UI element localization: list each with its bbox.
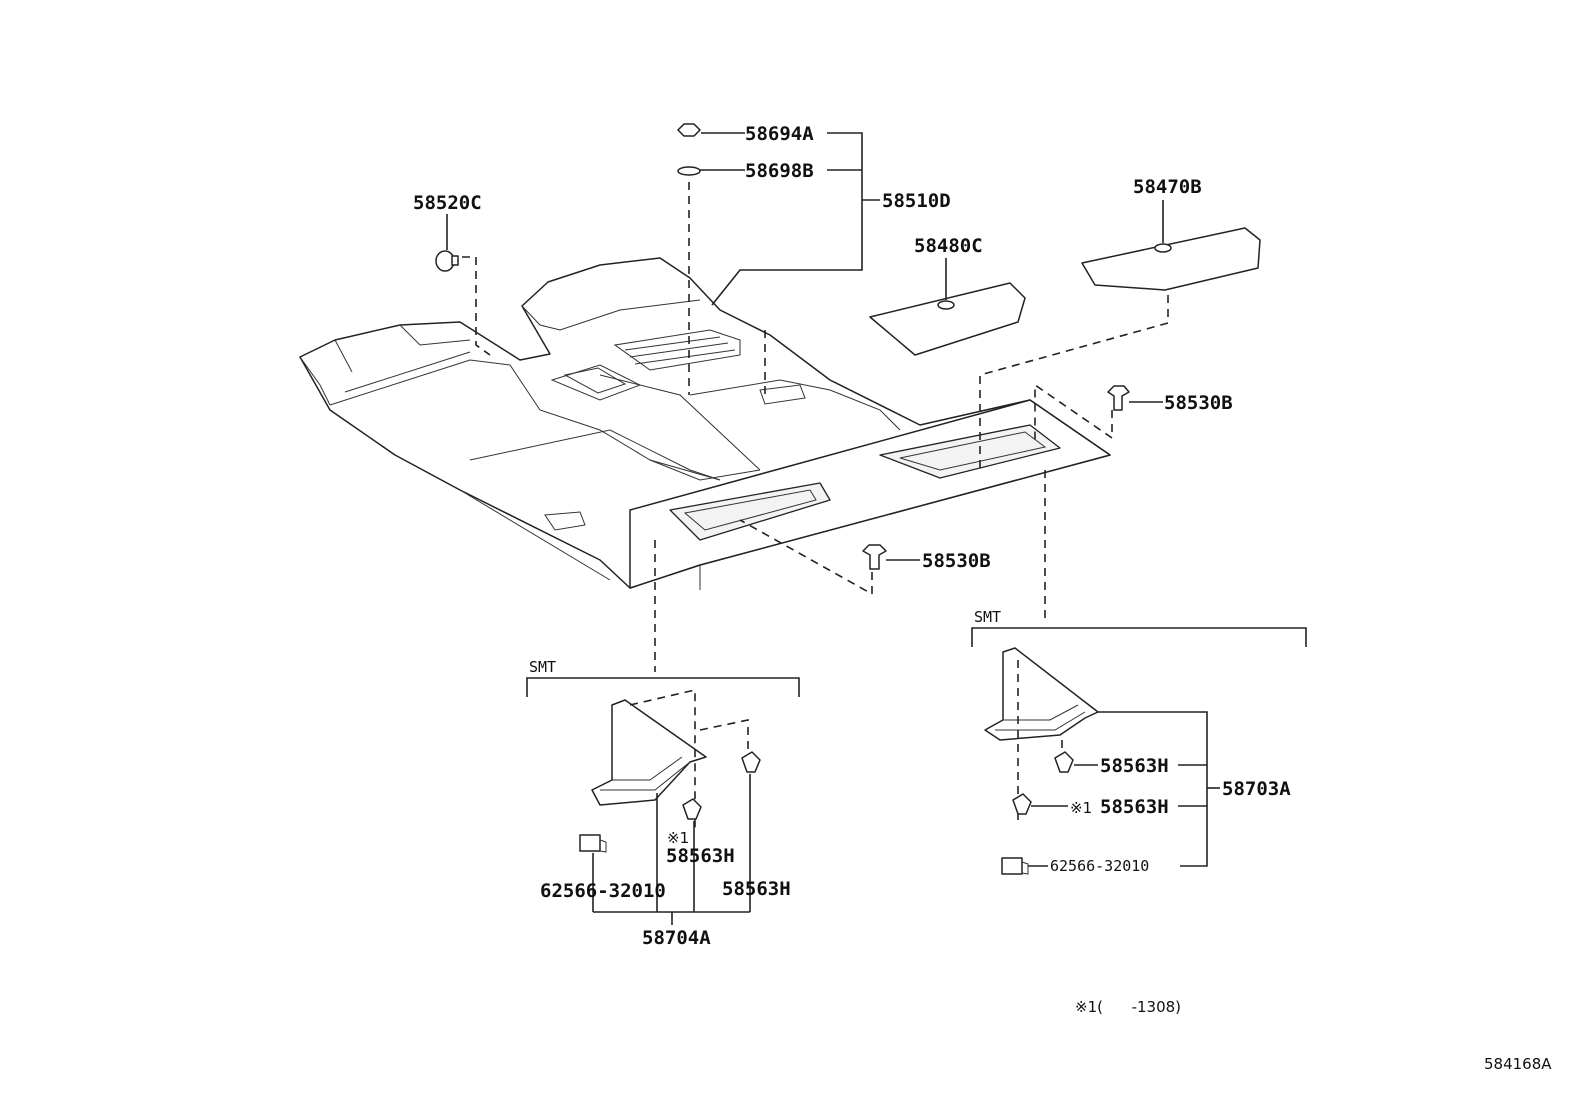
washer-58698B xyxy=(677,166,745,176)
label-62566-right: 62566-32010 xyxy=(1050,857,1149,875)
footnote: ※1( -1308) xyxy=(1075,998,1181,1016)
label-58510D: 58510D xyxy=(882,190,951,212)
label-58470B: 58470B xyxy=(1133,176,1202,198)
label-58530B-right: 58530B xyxy=(1164,392,1233,414)
smt-label-right: SMT xyxy=(974,608,1001,626)
smt-group-left xyxy=(526,677,800,925)
label-58520C: 58520C xyxy=(413,192,482,214)
label-58480C: 58480C xyxy=(914,235,983,257)
note-mark-left: ※1 xyxy=(667,829,689,847)
note-mark-right: ※1 xyxy=(1070,799,1092,817)
label-58698B: 58698B xyxy=(745,160,814,182)
label-58563H-left-1: 58563H xyxy=(666,845,735,867)
label-58703A: 58703A xyxy=(1222,778,1291,800)
fastener-58694A xyxy=(677,123,745,137)
cover-58480C xyxy=(869,258,1026,356)
label-58563H-right-1: 58563H xyxy=(1100,755,1169,777)
label-58563H-right-2: 58563H xyxy=(1100,796,1169,818)
floor-carpet-assembly xyxy=(299,257,1111,590)
smt-group-right xyxy=(971,627,1307,875)
label-62566-left: 62566-32010 xyxy=(540,880,666,902)
smt-label-left: SMT xyxy=(529,658,556,676)
label-58694A: 58694A xyxy=(745,123,814,145)
clip-58530B-right xyxy=(1034,383,1163,440)
label-58704A: 58704A xyxy=(642,927,711,949)
cover-58470B xyxy=(979,200,1261,470)
label-58530B-center: 58530B xyxy=(922,550,991,572)
figure-code: 584168A xyxy=(1484,1055,1552,1073)
clip-58530B-center xyxy=(739,519,920,596)
clip-58520C xyxy=(435,214,491,356)
label-58563H-left-2: 58563H xyxy=(722,878,791,900)
